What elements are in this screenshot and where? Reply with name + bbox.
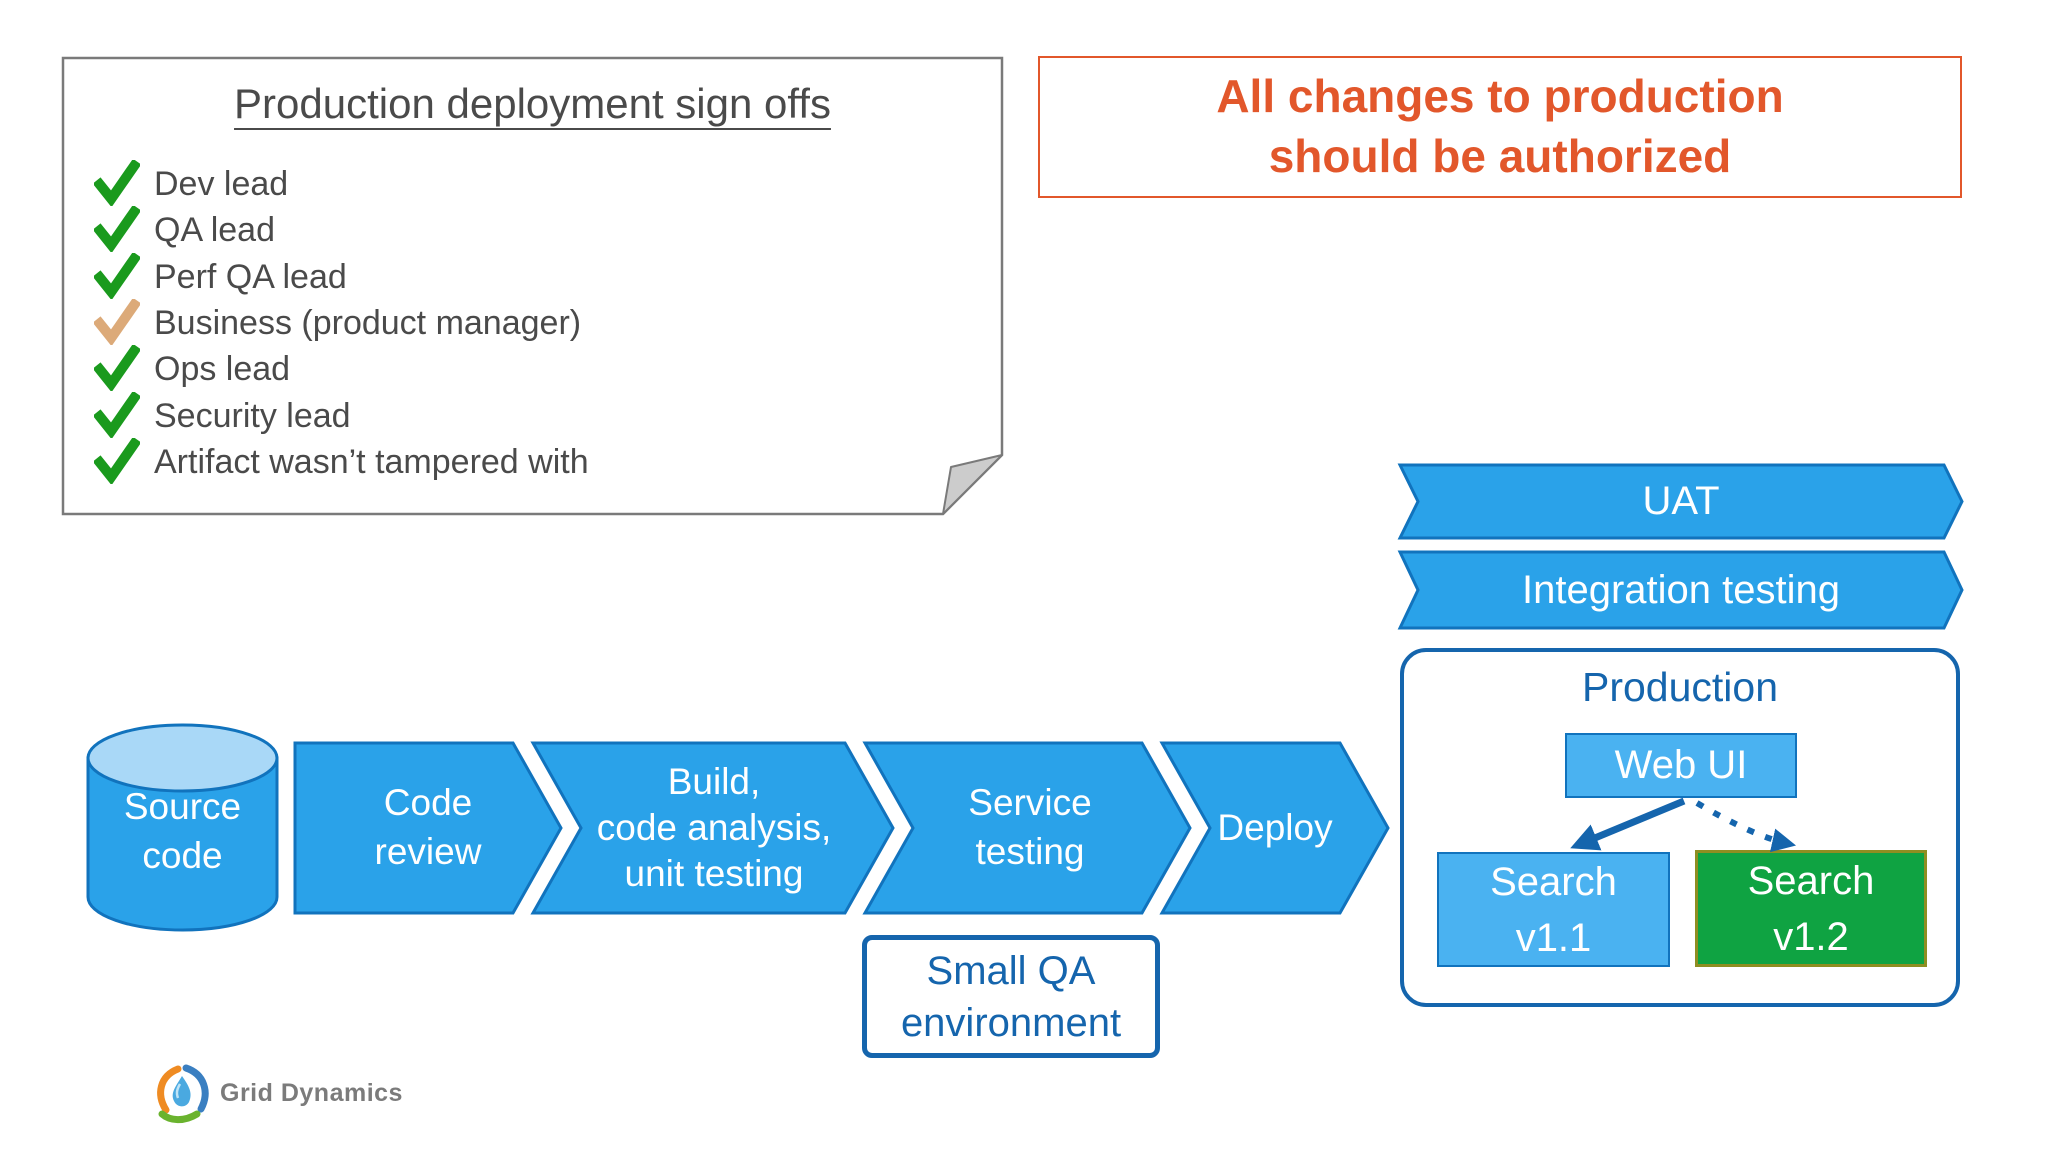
signoff-checklist: Dev lead QA lead Perf QA lead Business (… [94, 160, 589, 484]
grid-dynamics-logo-icon [157, 1064, 209, 1124]
source-code-cylinder [86, 756, 279, 932]
checklist-label: Security lead [154, 396, 351, 435]
stage-label-uat: UAT [1642, 479, 1720, 523]
search-v11-box: Search v1.1 [1437, 852, 1670, 967]
check-icon [94, 437, 140, 484]
stage-label-integration: Integration testing [1522, 567, 1840, 612]
chevron-deploy [1159, 741, 1390, 915]
check-icon [94, 391, 140, 438]
checklist-row: Perf QA lead [94, 252, 589, 299]
checklist-label: Business (product manager) [154, 304, 582, 343]
web-ui-box: Web UI [1565, 733, 1797, 798]
chevron-code-review [293, 741, 563, 915]
checklist-row: Artifact wasn’t tampered with [94, 437, 589, 484]
build-label: Build, code analysis, unit testing [596, 760, 832, 895]
checklist-row: QA lead [94, 206, 589, 253]
search-v12-box: Search v1.2 [1695, 850, 1927, 967]
checklist-row: Business (product manager) [94, 299, 589, 346]
check-icon [94, 299, 140, 346]
checklist-row: Dev lead [94, 160, 589, 207]
stage-banner-uat [1397, 463, 1964, 540]
checklist-row: Security lead [94, 391, 589, 438]
deploy-label: Deploy [1217, 807, 1333, 848]
grid-dynamics-wordmark: Grid Dynamics [220, 1078, 403, 1107]
production-title: Production [1581, 663, 1778, 710]
chevron-build [530, 741, 895, 915]
checklist-label: Artifact wasn’t tampered with [154, 442, 589, 481]
source-code-label: Source code [123, 786, 242, 876]
source-code-cylinder-top [86, 723, 279, 793]
check-icon [94, 345, 140, 392]
check-icon [94, 252, 140, 299]
checklist-label: QA lead [154, 211, 275, 250]
chevron-service-testing [862, 741, 1192, 915]
code-review-label: Code review [374, 782, 482, 872]
authorization-callout: All changes to production should be auth… [1038, 56, 1962, 198]
note-fold-corner-icon [942, 454, 1003, 515]
checklist-label: Ops lead [154, 350, 291, 389]
production-box [1400, 648, 1960, 1007]
checklist-row: Ops lead [94, 345, 589, 392]
checklist-label: Perf QA lead [154, 257, 347, 296]
note-title: Production deployment sign offs [234, 80, 831, 127]
check-icon [94, 160, 140, 207]
check-icon [94, 206, 140, 253]
service-testing-label: Service testing [968, 782, 1092, 872]
qa-environment-box: Small QA environment [862, 935, 1160, 1058]
stage-banner-integration [1397, 550, 1964, 630]
checklist-label: Dev lead [154, 165, 289, 204]
